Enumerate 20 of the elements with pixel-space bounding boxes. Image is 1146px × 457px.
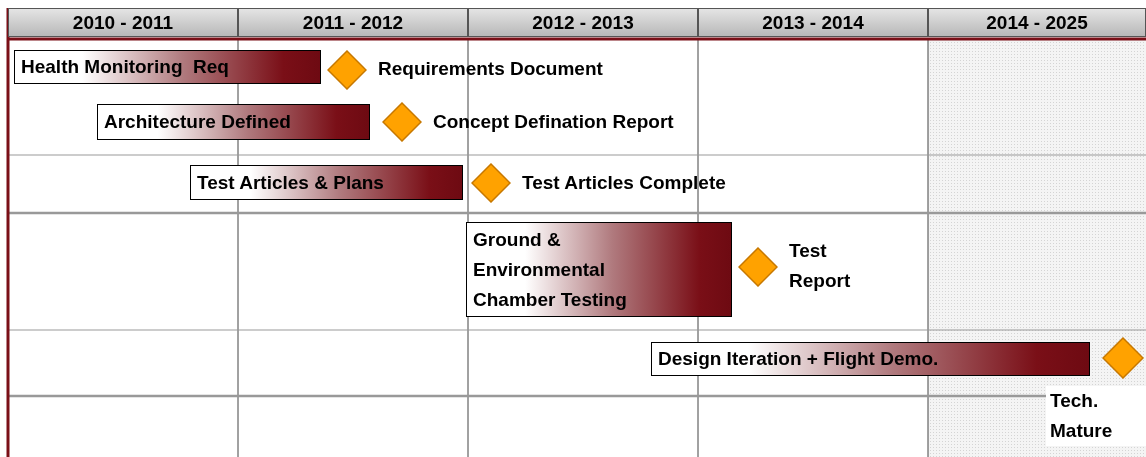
task-label: Architecture Defined — [104, 110, 291, 134]
milestone-label: Requirements Document — [378, 57, 603, 81]
year-header: 2013 - 2014 — [698, 8, 928, 37]
task-label: Health Monitoring Req — [21, 55, 229, 79]
year-header: 2012 - 2013 — [468, 8, 698, 37]
task-bar — [651, 342, 1090, 376]
milestone-label: Test Report — [789, 239, 852, 293]
task-bar — [97, 104, 370, 140]
task-bar — [14, 50, 321, 84]
task-bar — [466, 222, 732, 317]
milestone-label: Test Articles Complete — [522, 171, 726, 195]
task-bar — [190, 165, 463, 200]
task-label: Test Articles & Plans — [197, 170, 384, 195]
year-header: 2014 - 2025 — [928, 8, 1146, 37]
task-label: Ground & Environmental Chamber Testing — [473, 227, 628, 312]
milestone-label: Tech. Mature — [1046, 386, 1146, 446]
milestone-label: Concept Defination Report — [433, 110, 674, 134]
task-label: Design Iteration + Flight Demo. — [658, 347, 939, 371]
year-header: 2011 - 2012 — [238, 8, 468, 37]
year-header: 2010 - 2011 — [8, 8, 238, 37]
